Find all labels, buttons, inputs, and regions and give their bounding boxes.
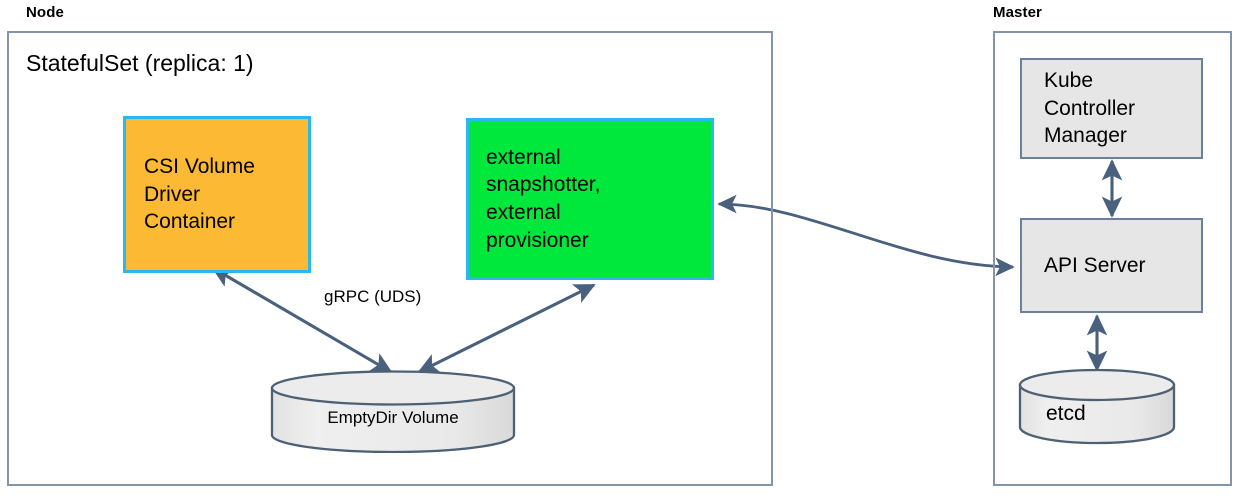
- node-csi-volume-driver-container[interactable]: CSI Volume Driver Container: [123, 116, 311, 273]
- node-api-server-label: API Server: [1044, 253, 1146, 277]
- edge-label-grpc-uds: gRPC (UDS): [324, 287, 422, 306]
- node-csi-volume-driver-container-label: CSI Volume Driver Container: [144, 154, 255, 234]
- node-external-snapshotter-provisioner-label: external snapshotter, external provision…: [486, 145, 601, 252]
- cylinder-shape-emptydir: [270, 370, 516, 453]
- group-box-master: [993, 31, 1232, 486]
- group-label-node: Node: [26, 4, 64, 21]
- node-etcd[interactable]: etcd: [1018, 369, 1176, 445]
- cylinder-shape-etcd: [1018, 369, 1176, 445]
- group-label-master: Master: [993, 4, 1042, 21]
- node-api-server[interactable]: API Server: [1020, 218, 1203, 313]
- group-box-node: [7, 31, 773, 486]
- node-external-snapshotter-provisioner[interactable]: external snapshotter, external provision…: [466, 118, 714, 280]
- node-emptydir-volume[interactable]: EmptyDir Volume: [270, 370, 516, 453]
- node-kube-controller-manager[interactable]: Kube Controller Manager: [1020, 58, 1203, 159]
- node-kube-controller-manager-label: Kube Controller Manager: [1044, 68, 1136, 148]
- statefulset-title: StatefulSet (replica: 1): [26, 50, 254, 76]
